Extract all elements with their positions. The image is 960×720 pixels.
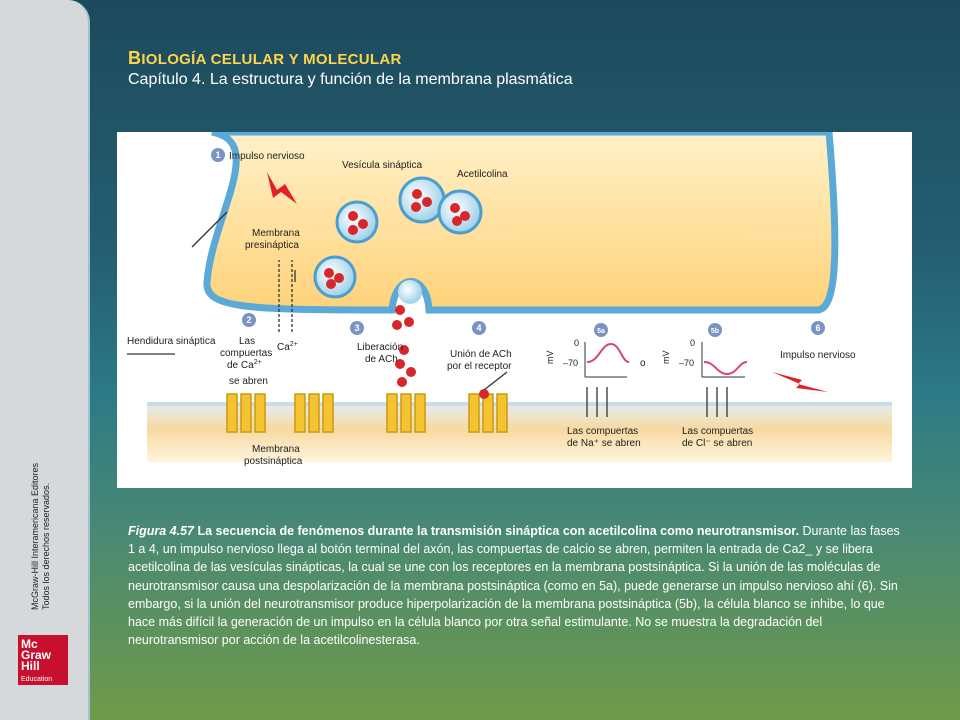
caption-figure-title: La secuencia de fenómenos durante la tra… xyxy=(194,524,800,538)
vesicle-2 xyxy=(335,200,379,244)
step-2: 2 xyxy=(246,315,251,325)
title-initial: B xyxy=(128,48,142,68)
label-las: Las xyxy=(239,336,255,347)
logo-line-1: Mc xyxy=(21,637,38,651)
sidebar: McGraw-Hill Interamericana Editores Todo… xyxy=(0,0,90,720)
label-de-ca: de Ca2+ xyxy=(227,359,262,371)
postsynaptic-membrane xyxy=(147,402,892,462)
publisher-line-2: Todos los derechos reservados. xyxy=(41,482,51,610)
figure-caption: Figura 4.57 La secuencia de fenómenos du… xyxy=(128,522,908,649)
arrows xyxy=(127,211,728,417)
label-membrana-pre-1: Membrana xyxy=(252,228,300,239)
label-na-2: de Na⁺ se abren xyxy=(567,438,641,449)
label-impulso-nervioso-6: Impulso nervioso xyxy=(780,350,856,361)
bound-ach xyxy=(479,389,489,399)
label-o: o xyxy=(640,358,646,369)
vesicle-3 xyxy=(437,189,483,235)
label-membrana-pre-2: presináptica xyxy=(245,240,299,251)
label-liberacion-1: Liberación xyxy=(357,342,403,353)
label-impulso-nervioso: Impulso nervioso xyxy=(229,151,305,162)
caption-body: Durante las fases 1 a 4, un impulso nerv… xyxy=(128,524,900,648)
label-zero-5b: 0 xyxy=(690,338,695,348)
slide-subtitle: Capítulo 4. La estructura y función de l… xyxy=(128,71,573,88)
step-3: 3 xyxy=(354,323,359,333)
receptors xyxy=(226,393,508,433)
label-ca: Ca2+ xyxy=(277,341,298,353)
label-minus70-5b: –70 xyxy=(679,358,694,368)
step-5a: 5a xyxy=(597,328,605,335)
label-vesicula: Vesícula sináptica xyxy=(342,160,422,171)
label-liberacion-2: de ACh xyxy=(365,354,398,365)
logo-sub: Education xyxy=(21,676,53,683)
label-se-abren: se abren xyxy=(229,376,268,387)
slide-title: BIOLOGÍA CELULAR Y MOLECULAR xyxy=(128,48,573,69)
mcgraw-hill-logo: Mc Graw Hill Education xyxy=(18,635,68,685)
label-na-1: Las compuertas xyxy=(567,426,638,437)
lightning-icon-2 xyxy=(772,372,828,392)
synapse-figure: 1 2 3 4 5a 5b 6 Impulso nervioso Vesícul… xyxy=(117,128,912,488)
step-4: 4 xyxy=(476,323,481,333)
label-union-2: por el receptor xyxy=(447,361,512,372)
label-cl-2: de Cl⁻ se abren xyxy=(682,438,752,449)
publisher-notice: McGraw-Hill Interamericana Editores Todo… xyxy=(30,410,52,610)
caption-figure-label: Figura 4.57 xyxy=(128,524,194,538)
released-ach xyxy=(392,305,416,387)
label-zero-5a: 0 xyxy=(574,338,579,348)
step-6: 6 xyxy=(815,323,820,333)
step-1: 1 xyxy=(215,150,220,160)
step-markers xyxy=(211,148,825,337)
label-membrana-post-1: Membrana xyxy=(252,444,300,455)
step-5b: 5b xyxy=(711,328,719,335)
label-compuertas: compuertas xyxy=(220,348,272,359)
logo-line-2: Graw xyxy=(21,648,52,662)
label-acetilcolina: Acetilcolina xyxy=(457,169,508,180)
synapse-diagram: 1 2 3 4 5a 5b 6 Impulso nervioso Vesícul… xyxy=(127,128,892,467)
vesicle-4 xyxy=(313,255,357,299)
logo-line-3: Hill xyxy=(21,659,40,673)
fusing-vesicle xyxy=(398,280,422,304)
label-mv-5a: mV xyxy=(545,351,555,365)
label-hendidura: Hendidura sináptica xyxy=(127,336,216,347)
slide-header: BIOLOGÍA CELULAR Y MOLECULAR Capítulo 4.… xyxy=(128,48,573,89)
label-cl-1: Las compuertas xyxy=(682,426,753,437)
presynaptic-terminal xyxy=(203,128,839,314)
lightning-icon-1 xyxy=(267,172,297,204)
title-rest: IOLOGÍA CELULAR Y MOLECULAR xyxy=(141,51,402,68)
vesicle-1 xyxy=(398,176,446,224)
label-union-1: Unión de ACh xyxy=(450,349,512,360)
publisher-line-1: McGraw-Hill Interamericana Editores xyxy=(30,462,40,610)
graph-5b xyxy=(701,342,748,378)
graph-5a xyxy=(584,342,630,378)
label-mv-5b: mV xyxy=(661,351,671,365)
label-minus70-5a: –70 xyxy=(563,358,578,368)
label-membrana-post-2: postsináptica xyxy=(244,456,303,467)
